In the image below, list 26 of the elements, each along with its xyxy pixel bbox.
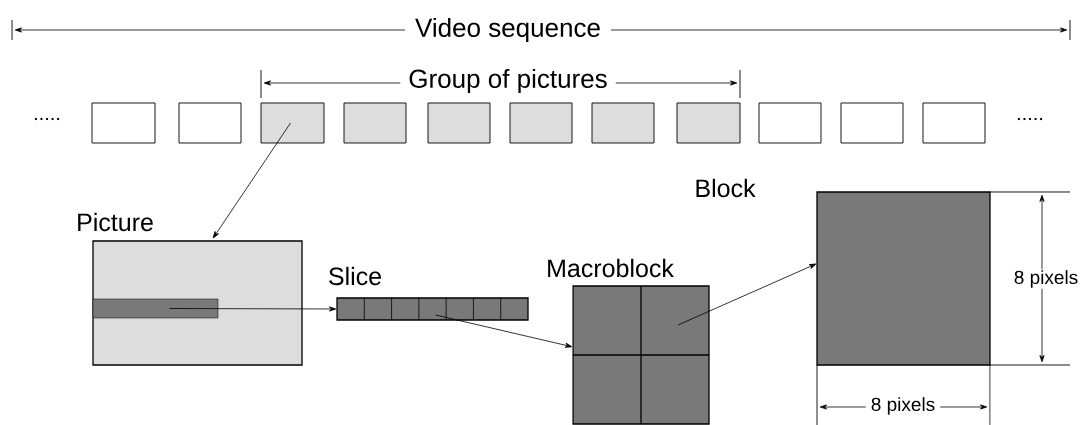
ellipsis: .....	[1017, 117, 1043, 121]
frame-box	[178, 102, 242, 144]
arrow	[169, 306, 337, 312]
dimension-label: 8 pixels	[865, 396, 941, 416]
frame-box	[260, 102, 325, 144]
arrow	[212, 122, 291, 239]
arrow	[677, 263, 817, 326]
heading: Block	[696, 178, 756, 198]
frame-box	[343, 102, 407, 144]
ellipsis: .....	[34, 117, 60, 121]
frame-box	[922, 102, 986, 144]
frame-box	[840, 102, 904, 144]
heading: Slice	[329, 266, 381, 286]
arrow	[435, 314, 573, 348]
slice-strip	[92, 298, 219, 319]
dimension-label: Group of pictures	[400, 67, 616, 95]
dimension-label: 8 pixels	[1010, 269, 1082, 289]
frame-box	[509, 102, 573, 144]
frame-box	[676, 102, 741, 144]
frame-box	[758, 102, 822, 144]
frame-box	[591, 102, 655, 144]
dimension-label: Video sequence	[405, 16, 611, 44]
heading: Picture	[78, 212, 153, 232]
heading: Macroblock	[548, 258, 674, 278]
frame-box	[91, 102, 156, 144]
frame-box	[427, 102, 491, 144]
